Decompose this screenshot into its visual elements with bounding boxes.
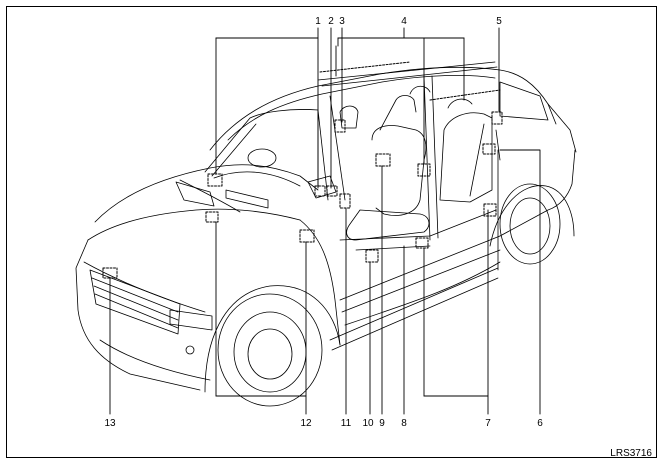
- figure-code: LRS3716: [610, 448, 652, 459]
- callout-2: 2: [328, 16, 334, 27]
- callout-4: 4: [401, 16, 407, 27]
- callout-3: 3: [339, 16, 345, 27]
- callout-11: 11: [341, 418, 352, 429]
- component-markers: [102, 61, 503, 279]
- callout-1: 1: [315, 16, 321, 27]
- vehicle-outline: [75, 61, 577, 407]
- vehicle-interior: [213, 75, 549, 251]
- callout-9: 9: [379, 418, 385, 429]
- callout-labels: 1 2 3 4 5 6 7 8 9 10 11 12 13 LRS3716: [104, 16, 652, 459]
- callout-12: 12: [300, 418, 312, 429]
- diagram-frame: [6, 6, 657, 458]
- callout-10: 10: [362, 418, 374, 429]
- callout-8: 8: [401, 418, 407, 429]
- callout-13: 13: [104, 418, 116, 429]
- callout-6: 6: [537, 418, 543, 429]
- callout-7: 7: [485, 418, 491, 429]
- callout-5: 5: [496, 16, 502, 27]
- leader-lines: [109, 27, 541, 415]
